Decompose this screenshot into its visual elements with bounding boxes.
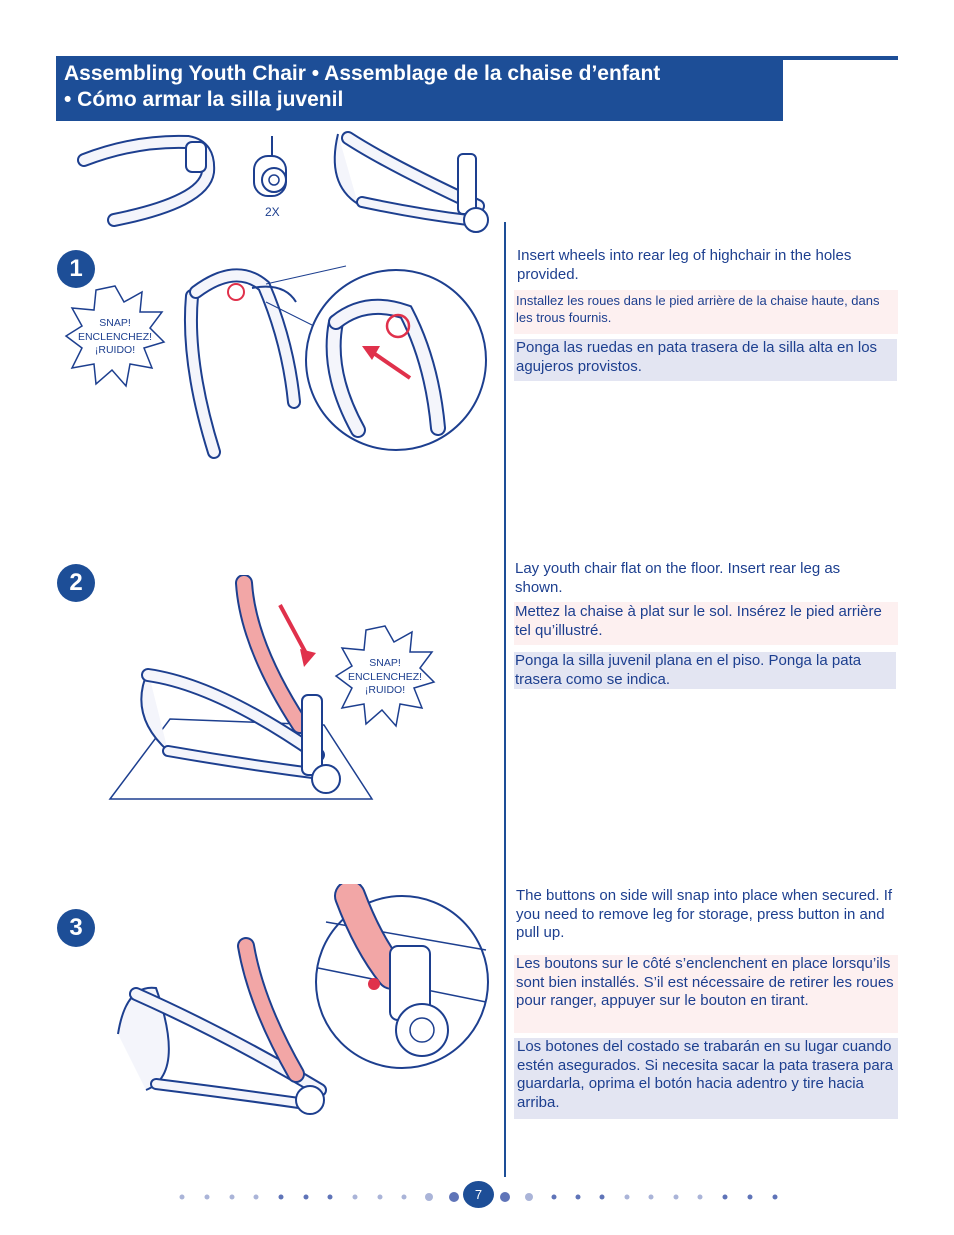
step-1-text-es: Ponga las ruedas en pata trasera de la s… bbox=[514, 339, 897, 381]
rear-leg-part-illustration bbox=[77, 134, 216, 227]
step-3-illustration bbox=[117, 884, 489, 1115]
snap-label-step-2: SNAP! ENCLENCHEZ! ¡RUIDO! bbox=[347, 657, 423, 696]
snap-label-step-1: SNAP! ENCLENCHEZ! ¡RUIDO! bbox=[77, 317, 153, 356]
column-divider bbox=[504, 222, 506, 1177]
page-title: Assembling Youth Chair • Assemblage de l… bbox=[56, 56, 783, 121]
step-1-number: 1 bbox=[57, 250, 95, 288]
step-3-text-en: The buttons on side will snap into place… bbox=[516, 887, 898, 943]
step-3-number: 3 bbox=[57, 909, 95, 947]
wheel-part-illustration bbox=[253, 136, 287, 197]
step-2-text-en: Lay youth chair flat on the floor. Inser… bbox=[515, 560, 891, 597]
step-2-text-es: Ponga la silla juvenil plana en el piso.… bbox=[514, 652, 896, 689]
page-number: 7 bbox=[463, 1181, 494, 1208]
step-3-text-fr: Les boutons sur le côté s’enclenchent en… bbox=[514, 955, 898, 1033]
step-3-text-es: Los botones del costado se trabarán en s… bbox=[514, 1038, 898, 1119]
youth-chair-frame-illustration bbox=[333, 131, 489, 233]
page-dots-decoration bbox=[179, 1192, 778, 1202]
step-2-text-fr: Mettez la chaise à plat sur le sol. Insé… bbox=[514, 602, 898, 645]
step-1-illustration bbox=[183, 265, 487, 459]
step-1-text-en: Insert wheels into rear leg of highchair… bbox=[516, 246, 892, 284]
title-line-1: Assembling Youth Chair • Assemblage de l… bbox=[64, 62, 661, 85]
wheels-count-label: 2X bbox=[265, 205, 280, 219]
step-2-illustration bbox=[108, 575, 374, 800]
step-1-text-fr: Installez les roues dans le pied arrière… bbox=[514, 290, 898, 334]
step-2-number: 2 bbox=[57, 564, 95, 602]
snap-burst-step-1 bbox=[64, 285, 166, 388]
title-line-2: • Cómo armar la silla juvenil bbox=[64, 88, 344, 111]
snap-burst-step-2 bbox=[334, 625, 436, 728]
